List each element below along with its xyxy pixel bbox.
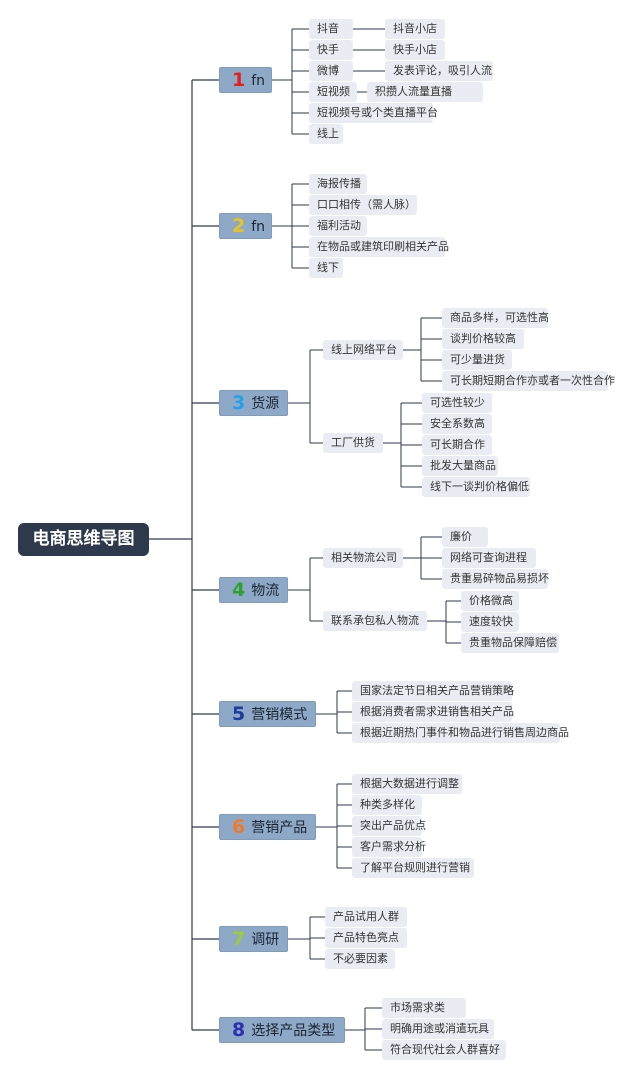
subtopic-node[interactable]: 线下一谈判价格偏低 [422,477,530,497]
topic-node[interactable]: 突出产品优点 [352,816,426,836]
subtopic-node[interactable]: 可少量进货 [442,350,512,370]
branch-number: 4 [232,579,246,601]
topic-node[interactable]: 快手 [309,40,353,60]
subtopic-node[interactable]: 商品多样，可选性高 [442,308,549,328]
topic-node[interactable]: 国家法定节日相关产品营销策略 [352,681,514,701]
branch-node-3[interactable]: 3 货源 [219,390,288,416]
topic-node[interactable]: 福利活动 [309,216,367,236]
subtopic-node[interactable]: 可长期合作 [422,435,492,455]
topic-node[interactable]: 工厂供货 [323,433,383,453]
topic-node[interactable]: 客户需求分析 [352,837,426,857]
branch-label: fn [251,219,266,235]
branch-number: 8 [232,1019,246,1041]
subtopic-node[interactable]: 速度较快 [461,612,519,632]
branch-label: 物流 [251,583,280,599]
subtopic-node[interactable]: 发表评论，吸引人流 [385,61,493,81]
subtopic-node[interactable]: 贵重物品保障赔偿 [461,633,559,653]
topic-node[interactable]: 联系承包私人物流 [323,611,427,631]
branch-node-2[interactable]: 2 fn [219,213,272,239]
branch-number: 2 [232,215,246,237]
topic-node[interactable]: 了解平台规则进行营销 [352,858,474,878]
topic-node[interactable]: 相关物流公司 [323,548,403,568]
topic-node[interactable]: 根据消费者需求进销售相关产品 [352,702,514,722]
branch-node-5[interactable]: 5 营销模式 [219,701,316,727]
topic-node[interactable]: 线下 [309,258,343,278]
branch-number: 7 [232,928,246,950]
subtopic-node[interactable]: 贵重易碎物品易损坏 [442,569,549,589]
branch-node-6[interactable]: 6 营销产品 [219,814,316,840]
subtopic-node[interactable]: 抖音小店 [385,19,445,39]
topic-node[interactable]: 在物品或建筑印刷相关产品 [309,237,449,257]
topic-node[interactable]: 根据近期热门事件和物品进行销售周边商品 [352,723,569,743]
topic-node[interactable]: 口口相传（需人脉） [309,195,417,215]
topic-node[interactable]: 明确用途或消遣玩具 [382,1019,494,1039]
branch-number: 1 [232,69,246,91]
branch-number: 3 [232,392,246,414]
topic-node[interactable]: 海报传播 [309,174,367,194]
branch-node-8[interactable]: 8 选择产品类型 [219,1017,345,1043]
topic-node[interactable]: 符合现代社会人群喜好 [382,1040,506,1060]
topic-node[interactable]: 种类多样化 [352,795,422,815]
topic-node[interactable]: 根据大数据进行调整 [352,774,462,794]
subtopic-node[interactable]: 廉价 [442,527,488,547]
topic-node[interactable]: 线上网络平台 [323,340,403,360]
topic-node[interactable]: 市场需求类 [382,998,466,1018]
branch-number: 5 [232,703,246,725]
branch-label: fn [251,73,266,89]
branch-label: 调研 [251,932,280,948]
topic-node[interactable]: 产品特色亮点 [325,928,407,948]
root-node[interactable]: 电商思维导图 [18,523,149,556]
topic-node[interactable]: 线上 [309,124,343,144]
subtopic-node[interactable]: 可长期短期合作亦或者一次性合作 [442,371,615,391]
topic-node[interactable]: 短视频 [309,82,357,102]
topic-node[interactable]: 抖音 [309,19,353,39]
subtopic-node[interactable]: 网络可查询进程 [442,548,536,568]
topic-node[interactable]: 不必要因素 [325,949,395,969]
subtopic-node[interactable]: 谈判价格较高 [442,329,524,349]
branch-node-4[interactable]: 4 物流 [219,577,288,603]
subtopic-node[interactable]: 价格微高 [461,591,519,611]
subtopic-node[interactable]: 批发大量商品 [422,456,498,476]
topic-node[interactable]: 微博 [309,61,353,81]
subtopic-node[interactable]: 积攒人流量直播 [367,82,483,102]
subtopic-node[interactable]: 安全系数高 [422,414,492,434]
subtopic-node[interactable]: 可选性较少 [422,393,492,413]
topic-node[interactable]: 产品试用人群 [325,907,407,927]
branch-label: 选择产品类型 [251,1023,336,1039]
branch-node-1[interactable]: 1 fn [219,67,272,93]
branch-label: 营销产品 [251,820,308,836]
branch-node-7[interactable]: 7 调研 [219,926,288,952]
branch-label: 货源 [251,396,280,412]
branch-number: 6 [232,816,246,838]
topic-node[interactable]: 短视频号或个类直播平台 [309,103,438,123]
subtopic-node[interactable]: 快手小店 [385,40,445,60]
branch-label: 营销模式 [251,707,308,723]
